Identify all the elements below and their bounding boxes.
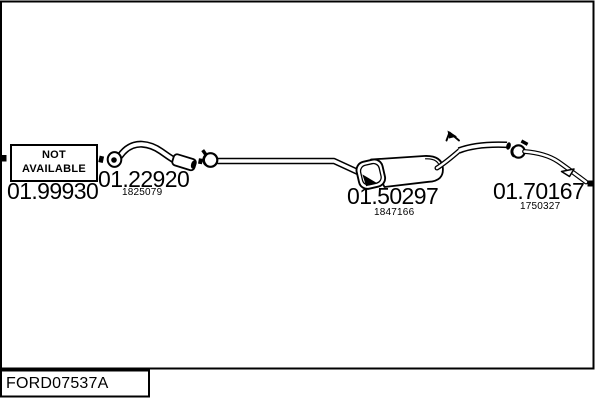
ref-number-1847166: 1847166 — [374, 207, 415, 218]
exhaust-system-drawing — [1, 130, 594, 190]
tail-pipe-fill — [523, 150, 588, 184]
drawing-code: FORD07537A — [6, 375, 109, 392]
part-number-01-50297: 01.50297 — [347, 183, 439, 209]
sleeve-end-cap — [190, 160, 197, 169]
not-available-label: NOT AVAILABLE — [21, 149, 86, 175]
not-available-box: NOT AVAILABLE — [10, 144, 98, 182]
bolt-icon — [198, 158, 203, 165]
hanger-icon — [445, 130, 460, 142]
clamp-icon — [201, 149, 219, 168]
part-number-01-22920: 01.22920 — [98, 166, 190, 192]
outlet-stub-fill — [458, 142, 508, 153]
outlet-pipe-fill — [435, 149, 461, 170]
bolt-icon — [98, 155, 105, 163]
silencer-icon — [355, 155, 444, 190]
mounting-point-icon — [587, 180, 594, 187]
mid-pipe-fill — [217, 159, 360, 175]
part-number-01-99930: 01.99930 — [7, 178, 99, 204]
footer-code-box — [0, 369, 150, 398]
clamp-icon — [506, 139, 529, 159]
ref-number-1825079: 1825079 — [122, 187, 163, 198]
mounting-point-icon — [1, 155, 7, 162]
part-number-01-70167: 01.70167 — [493, 178, 585, 204]
flange-hole — [111, 157, 117, 163]
front-pipe-fill — [118, 142, 179, 164]
hanger-icon — [560, 168, 575, 178]
ref-number-1750327: 1750327 — [520, 201, 561, 212]
